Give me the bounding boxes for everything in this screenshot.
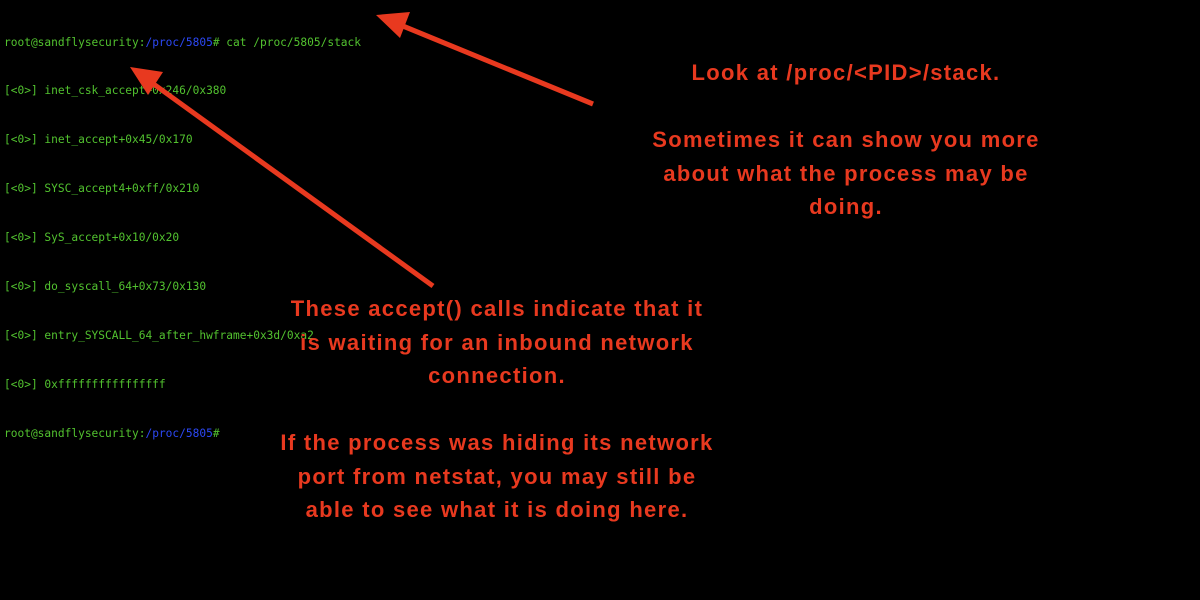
annotation-heading: Look at /proc/<PID>/stack.: [691, 60, 1001, 85]
arrow-to-accept-calls: [130, 67, 435, 289]
annotation-center: These accept() calls indicate that it is…: [222, 292, 772, 527]
annotation-line: connection.: [428, 363, 566, 388]
annotation-line: doing.: [809, 194, 883, 219]
command-line: root@sandflysecurity:/proc/5805# cat /pr…: [4, 35, 361, 51]
annotation-line: Sometimes it can show you more: [652, 127, 1040, 152]
arrow-shaft: [146, 77, 435, 289]
prompt-suffix: #: [212, 426, 220, 440]
arrow-head: [376, 12, 410, 38]
annotation-line: is waiting for an inbound network: [300, 329, 694, 355]
annotation-line: These accept() calls indicate that it: [290, 296, 704, 321]
terminal[interactable]: root@sandflysecurity:/proc/5805# cat /pr…: [4, 2, 361, 458]
annotation-line: able to see what it is doing here.: [305, 497, 689, 522]
annotation-top-right: Look at /proc/<PID>/stack. Sometimes it …: [596, 56, 1096, 224]
stack-line: [<0>] SYSC_accept4+0xff/0x210: [4, 182, 200, 196]
stack-line: [<0>] inet_accept+0x45/0x170: [4, 133, 193, 147]
command: cat /proc/5805/stack: [226, 35, 362, 49]
stack-line: [<0>] do_syscall_64+0x73/0x130: [4, 280, 207, 294]
final-prompt[interactable]: root@sandflysecurity:/proc/5805#: [4, 426, 361, 442]
annotation-line: port from netstat, you may still be: [297, 463, 697, 489]
prompt-user: root@sandflysecurity:: [4, 426, 146, 440]
prompt-path: /proc/5805: [145, 426, 213, 440]
stack-line: [<0>] 0xffffffffffffffff: [4, 377, 166, 391]
stack-line: [<0>] entry_SYSCALL_64_after_hwframe+0x3…: [4, 328, 314, 342]
prompt-suffix: #: [212, 35, 227, 49]
prompt-path: /proc/5805: [145, 35, 213, 49]
prompt-user: root@sandflysecurity:: [4, 35, 146, 49]
stack-line: [<0>] SyS_accept+0x10/0x20: [4, 231, 180, 245]
arrow-head: [130, 67, 163, 95]
arrow-to-command: [376, 12, 594, 107]
stack-line: [<0>] inet_csk_accept+0x246/0x380: [4, 84, 227, 98]
arrow-shaft: [397, 21, 594, 107]
annotation-line: If the process was hiding its network: [280, 430, 714, 455]
annotation-line: about what the process may be: [663, 160, 1029, 186]
